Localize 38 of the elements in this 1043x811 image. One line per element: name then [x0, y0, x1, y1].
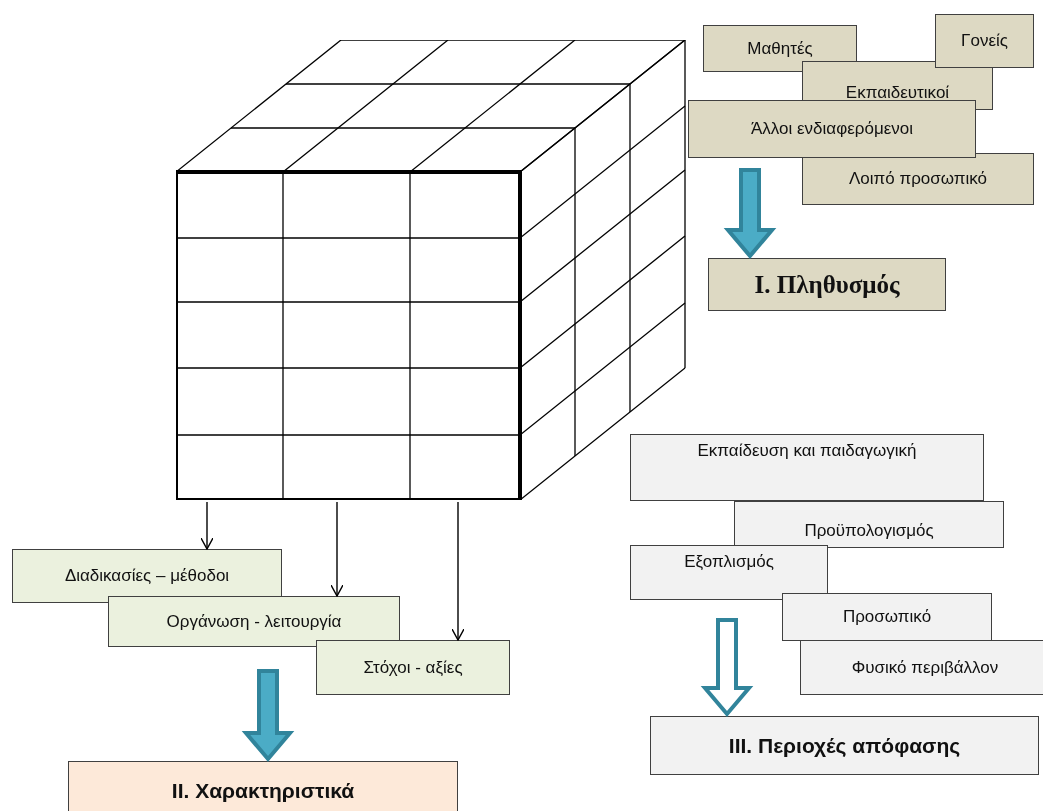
category-label: Φυσικό περιβάλλον [851, 657, 999, 678]
arrow [200, 501, 214, 550]
category-box [802, 153, 1034, 205]
category-label: Εκπαιδευτικοί [845, 83, 950, 103]
category-box [703, 25, 857, 72]
category-label: Λοιπό προσωπικό [848, 169, 988, 189]
block-arrow [700, 618, 754, 718]
category-label: Οργάνωση - λειτουργία [166, 611, 342, 632]
category-box [630, 434, 984, 501]
grid-cube-drawing [176, 40, 688, 500]
category-box [108, 596, 400, 647]
category-label: Εκπαίδευση και παιδαγωγική [697, 441, 917, 461]
block-arrow [723, 168, 777, 260]
category-box [688, 100, 976, 158]
heading-label: ΙΙ. Χαρακτηριστικά [171, 779, 355, 803]
heading-label: ΙΙΙ. Περιοχές απόφασης [728, 733, 961, 758]
category-label: Εξοπλισμός [684, 552, 774, 572]
category-label: Άλλοι ενδιαφερόμενοι [751, 119, 913, 139]
category-box [316, 640, 510, 695]
category-label: Προϋπολογισμός [804, 521, 934, 541]
category-label: Μαθητές [747, 38, 813, 59]
category-box [800, 640, 1043, 695]
category-label: Διαδικασίες – μέθοδοι [64, 566, 230, 586]
category-box [935, 14, 1034, 68]
heading-box [708, 258, 946, 311]
heading-label: Ι. Πληθυσμός [754, 270, 900, 299]
category-box [782, 593, 992, 641]
category-label: Προσωπικό [842, 607, 932, 627]
category-label: Στόχοι - αξίες [363, 657, 463, 678]
category-label: Γονείς [961, 31, 1008, 51]
category-box [734, 501, 1004, 548]
heading-box [68, 761, 458, 811]
category-box [630, 545, 828, 600]
arrow [451, 501, 465, 641]
category-box [12, 549, 282, 603]
block-arrow [241, 669, 295, 763]
arrow [330, 501, 344, 597]
heading-box [650, 716, 1039, 775]
